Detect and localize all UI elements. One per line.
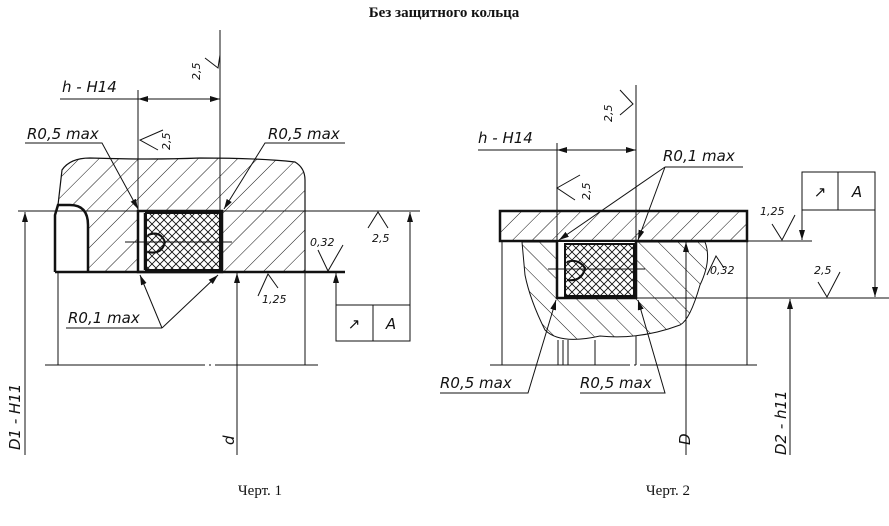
roughness-bottom: 1,25 — [262, 293, 287, 306]
roughness-groove-side: 2,5 — [160, 133, 173, 151]
figure-2-caption: Черт. 2 — [646, 483, 690, 499]
roughness-right-top: 2,5 — [372, 232, 390, 245]
diameter-outer-label: D1 - H11 — [6, 384, 24, 450]
diameter-shaft-label: D — [676, 433, 694, 445]
radius-bottom: R0,1 max — [68, 309, 140, 327]
roughness-top: 2,5 — [602, 105, 615, 123]
groove-width-label: h - H14 — [62, 78, 117, 96]
figure-2: h - H14 2,5 2,5 R0,1 max R0,5 max R0,5 m… — [440, 85, 889, 499]
diameter-inner-label: d — [220, 435, 238, 445]
radius-bottom-left: R0,5 max — [440, 374, 512, 392]
runout-symbol: ↗ — [348, 315, 361, 333]
roughness-groove-side: 2,5 — [580, 183, 593, 201]
radius-top: R0,1 max — [663, 147, 735, 165]
figure-1: h - H14 2,5 2,5 R0,5 max R0,5 max R0,1 m… — [6, 30, 420, 499]
diameter-groove-label: D2 - h11 — [772, 390, 790, 455]
notch — [53, 203, 90, 272]
roughness-symbol — [138, 129, 164, 151]
roughness-symbol — [204, 54, 221, 69]
figure-1-caption: Черт. 1 — [238, 483, 282, 499]
roughness-groove-bottom: 0,32 — [710, 264, 735, 277]
groove-width-label: h - H14 — [478, 129, 533, 147]
runout-symbol: ↗ — [814, 183, 827, 201]
roughness-shaft: 1,25 — [760, 205, 785, 218]
runout-tolerance-frame: ↗ A — [335, 304, 411, 342]
datum-label: A — [385, 315, 396, 333]
page-title: Без защитного кольца — [369, 5, 520, 21]
runout-tolerance-frame: ↗ A — [801, 171, 876, 211]
radius-top-right: R0,5 max — [268, 125, 340, 143]
roughness-right: 2,5 — [814, 264, 832, 277]
sleeve-section — [498, 209, 749, 243]
datum-label: A — [851, 183, 862, 201]
roughness-right-bottom: 0,32 — [310, 236, 335, 249]
seal-ring — [564, 243, 635, 297]
radius-bottom-right: R0,5 max — [580, 374, 652, 392]
radius-top-left: R0,5 max — [27, 125, 99, 143]
roughness-top: 2,5 — [190, 63, 203, 81]
